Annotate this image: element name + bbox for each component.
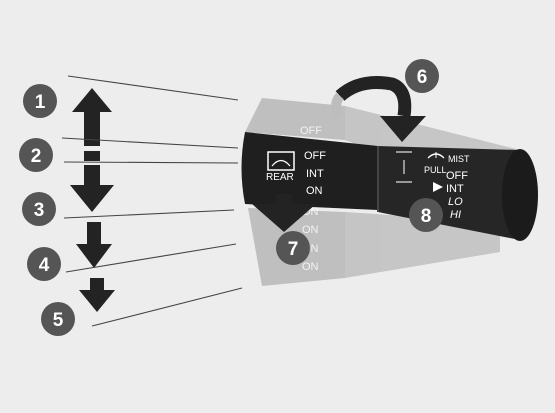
callout-5: 5 <box>41 302 75 336</box>
move-up-arrow <box>72 88 112 146</box>
callout-number: 5 <box>53 310 64 331</box>
callout-number: 3 <box>34 200 45 221</box>
callout-6: 6 <box>405 59 439 93</box>
move-down-arrow <box>70 151 114 212</box>
front-position-lo: LO <box>448 196 463 208</box>
step-down-arrow-2 <box>79 278 115 312</box>
leader-lines <box>61 75 243 327</box>
front-position-int: INT <box>446 183 464 195</box>
callout-8: 8 <box>409 198 443 232</box>
callout-number: 4 <box>39 255 50 276</box>
rear-position-on: ON <box>306 185 323 197</box>
callout-number: 1 <box>35 92 46 113</box>
callout-number: 8 <box>421 206 432 227</box>
callout-number: 6 <box>417 67 428 88</box>
dial-mark <box>396 151 412 183</box>
callout-3: 3 <box>22 192 56 226</box>
mist-icon <box>427 152 445 159</box>
callout-number: 7 <box>288 239 299 260</box>
callout-7: 7 <box>276 231 310 265</box>
rear-push-arrow <box>252 194 316 232</box>
pull-label: PULL <box>424 165 447 175</box>
ghost-label: OFF <box>300 125 322 137</box>
ghost-label: ON <box>302 224 319 236</box>
mist-label: MIST <box>448 154 470 164</box>
rear-position-int: INT <box>306 168 324 180</box>
callout-2: 2 <box>19 138 53 172</box>
front-position-off: OFF <box>446 170 468 182</box>
rear-wiper-icon <box>267 151 295 171</box>
callout-number: 2 <box>31 146 42 167</box>
ghost-label: ON <box>302 261 319 273</box>
step-down-arrow <box>76 222 112 268</box>
arrow-gap <box>84 146 100 151</box>
rear-label: REAR <box>266 172 294 183</box>
callout-4: 4 <box>27 247 61 281</box>
callout-1: 1 <box>23 84 57 118</box>
front-position-hi: HI <box>450 209 461 221</box>
rotate-arrow <box>330 76 426 142</box>
position-pointer <box>433 182 443 192</box>
rear-position-off: OFF <box>304 150 326 162</box>
